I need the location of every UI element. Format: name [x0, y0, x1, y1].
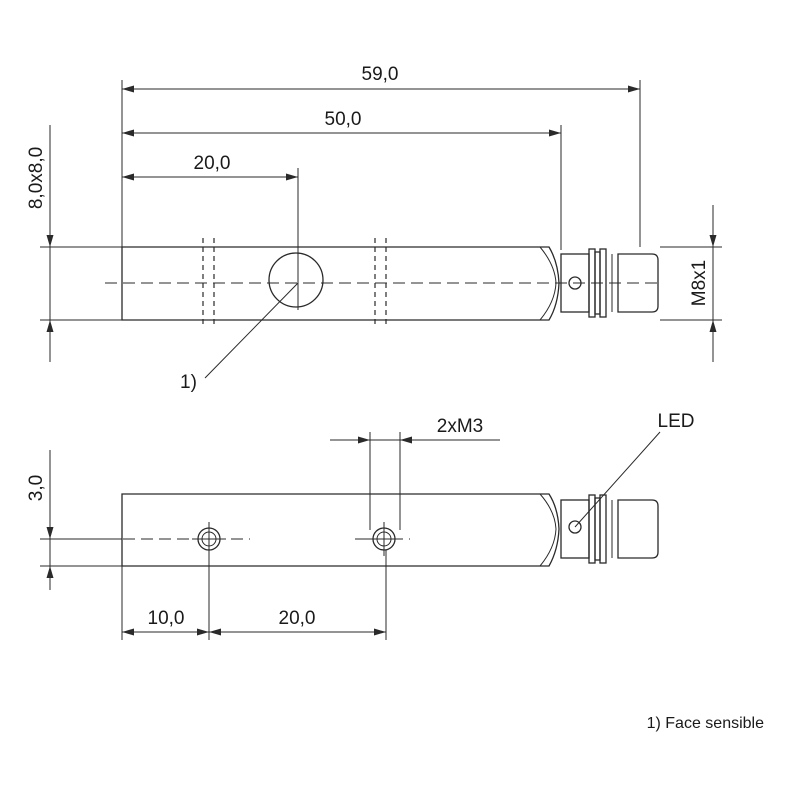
connector-side	[560, 494, 659, 564]
mounting-hole-2	[367, 522, 401, 556]
dim-hole-offset: 10,0	[122, 608, 209, 636]
footnote: 1) Face sensible	[647, 715, 764, 732]
hidden-mounting-holes	[202, 238, 387, 328]
led-label: LED	[658, 411, 695, 432]
hole-offset-label: 10,0	[148, 608, 185, 629]
dim-thread: M8x1	[660, 205, 722, 362]
dim-cross-section: 8,0x8,0	[26, 125, 122, 362]
dim-body-length: 50,0	[122, 109, 561, 137]
sensing-face-circle	[268, 252, 324, 308]
overall-length-label: 59,0	[362, 64, 399, 85]
dim-hole-height: 3,0	[26, 450, 122, 590]
sensor-body-side	[121, 493, 560, 567]
body-length-label: 50,0	[325, 109, 362, 130]
cross-section-label: 8,0x8,0	[26, 147, 47, 209]
thread-label: M8x1	[689, 260, 710, 306]
hole-spacing-label: 20,0	[279, 608, 316, 629]
side-view: 2xM3 3,0	[26, 411, 694, 640]
connector-top	[560, 248, 659, 318]
dim-holes: 2xM3	[330, 416, 500, 530]
dim-overall-length: 59,0	[122, 64, 640, 93]
dim-hole-spacing: 20,0	[209, 608, 386, 636]
top-view: 59,0 50,0 20,0 8,0x8,0	[26, 64, 722, 393]
led-window	[568, 276, 582, 290]
holes-label: 2xM3	[437, 416, 483, 437]
face-center-label: 20,0	[194, 153, 231, 174]
hole-height-label: 3,0	[26, 475, 47, 501]
led-indicator	[568, 520, 582, 534]
dim-face-center: 20,0	[122, 153, 298, 181]
face-marker-label: 1)	[180, 372, 197, 393]
